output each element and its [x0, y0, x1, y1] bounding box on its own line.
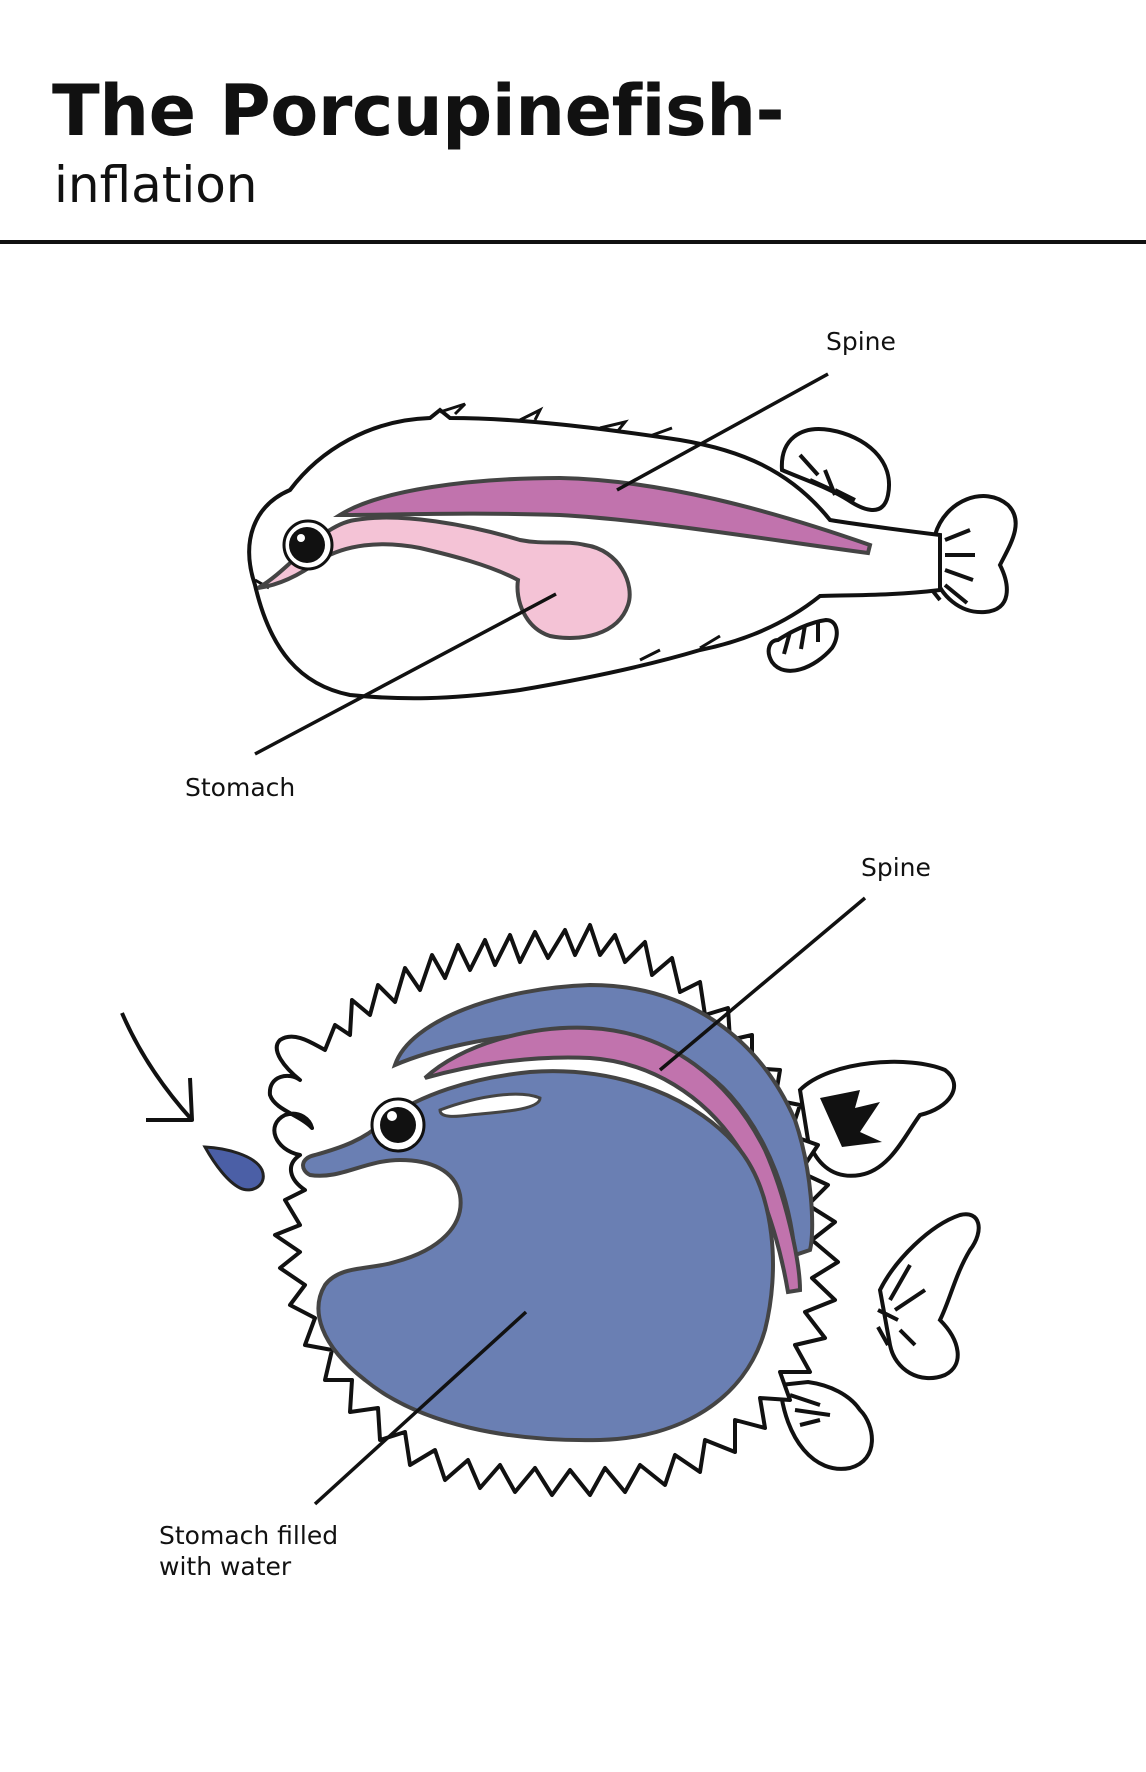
fish-inflated [120, 896, 981, 1506]
leader-stomach-bottom [313, 1310, 528, 1506]
fish-normal [247, 372, 1018, 756]
page-title: The Porcupinefish- [52, 70, 785, 152]
fish-inflated-dorsal-fin [797, 1059, 957, 1178]
leader-stomach-top [254, 592, 557, 756]
label-spine-bottom: Spine [861, 853, 931, 882]
label-stomach-bottom-line1: Stomach filled [159, 1521, 339, 1550]
fish-inflated-dorsal-fin-dark [820, 1090, 882, 1147]
fish-normal-tail [933, 494, 1018, 615]
leader-spine-top [616, 372, 829, 492]
label-stomach-bottom-line2: with water [159, 1552, 292, 1581]
label-stomach-bottom: Stomach filled with water [159, 1520, 338, 1582]
label-stomach-top: Stomach [185, 773, 296, 802]
page-subtitle: inflation [54, 156, 258, 214]
fish-inflated-spine [423, 1025, 803, 1295]
fish-normal-stomach [257, 515, 632, 640]
fish-inflated-tail [877, 1212, 981, 1381]
leader-spine-bottom [658, 896, 867, 1072]
water-drop-icon [202, 1145, 265, 1192]
header-divider [0, 240, 1146, 244]
label-spine-top: Spine [826, 327, 896, 356]
fish-normal-spine [333, 475, 873, 556]
fish-inflated-anal-fin [777, 1379, 874, 1471]
intake-arrow-icon [120, 1012, 194, 1122]
fish-inflated-stomach [301, 1069, 775, 1443]
